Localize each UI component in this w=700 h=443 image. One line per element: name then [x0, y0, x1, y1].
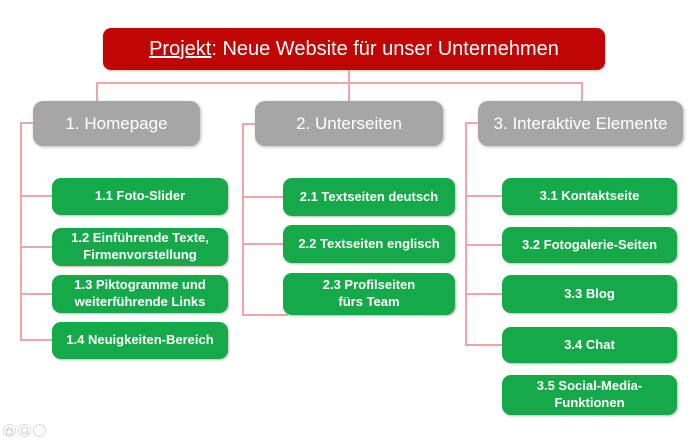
root-label-underlined: Projekt: [149, 37, 212, 60]
leaf-label: 1.4 Neuigkeiten-Bereich: [66, 332, 214, 348]
connector-col2-item2: [242, 243, 283, 245]
branch-label: 1. Homepage: [65, 113, 168, 133]
leaf-node-blog: 3.3 Blog: [502, 275, 677, 313]
branch-label: 2. Unterseiten: [296, 113, 402, 133]
leaf-node-textseiten-deutsch: 2.1 Textseiten deutsch: [283, 178, 455, 216]
connector-col1-item4: [20, 339, 52, 341]
connector-col2-trunk: [242, 123, 244, 316]
connector-col3-item2: [465, 244, 502, 246]
connector-col3-trunk: [465, 122, 467, 346]
root-node-label: Projekt: Neue Website für unser Unterneh…: [149, 38, 559, 61]
connector-col1-item1: [20, 195, 52, 197]
branch-node-homepage: 1. Homepage: [33, 101, 200, 146]
leaf-label: 3.2 Fotogalerie-Seiten: [521, 236, 658, 252]
zoom-button[interactable]: [18, 424, 31, 437]
branch-node-unterseiten: 2. Unterseiten: [255, 101, 443, 146]
more-options-button[interactable]: ···: [33, 424, 46, 437]
leaf-node-einfuehrende-texte: 1.2 Einführende Texte, Firmenvorstellung: [52, 228, 228, 266]
leaf-label: 2.3 Profilseiten fürs Team: [322, 277, 416, 309]
leaf-label: 1.3 Piktogramme und weiterführende Links: [74, 277, 206, 309]
leaf-label: 2.2 Textseiten englisch: [298, 235, 440, 251]
connector-col2-item1: [242, 196, 283, 198]
connector-col1-item2: [20, 246, 52, 248]
leaf-node-kontaktseite: 3.1 Kontaktseite: [502, 178, 677, 215]
connector-col3-branch-link: [465, 122, 478, 124]
leaf-label: 3.5 Social-Media-Funktionen: [536, 378, 643, 410]
leaf-node-social-media-funktionen: 3.5 Social-Media-Funktionen: [502, 375, 677, 415]
connector-col1-trunk: [20, 122, 22, 341]
connector-drop-homepage: [96, 82, 98, 101]
leaf-label: 1.2 Einführende Texte, Firmenvorstellung: [71, 230, 209, 262]
connector-root-stem: [348, 70, 350, 101]
root-label-rest: : Neue Website für unser Unternehmen: [211, 37, 559, 60]
leaf-node-neuigkeiten-bereich: 1.4 Neuigkeiten-Bereich: [52, 322, 228, 359]
root-node-projekt: Projekt: Neue Website für unser Unterneh…: [103, 28, 605, 70]
connector-col3-item3: [465, 293, 502, 295]
connector-col3-item1: [465, 195, 502, 197]
leaf-label: 2.1 Textseiten deutsch: [299, 188, 439, 204]
connector-col1-item3: [20, 293, 52, 295]
leaf-label: 3.3 Blog: [564, 285, 615, 301]
branch-node-interaktive-elemente: 3. Interaktive Elemente: [478, 101, 683, 146]
leaf-node-profilseiten-team: 2.3 Profilseiten fürs Team: [283, 273, 455, 315]
connector-drop-interaktive: [581, 82, 583, 101]
leaf-label: 1.1 Foto-Slider: [94, 188, 186, 204]
connector-col2-item3: [242, 314, 288, 316]
leaf-node-foto-slider: 1.1 Foto-Slider: [52, 178, 228, 215]
leaf-node-piktogramme: 1.3 Piktogramme und weiterführende Links: [52, 275, 228, 313]
leaf-label: 3.1 Kontaktseite: [539, 188, 640, 204]
branch-label: 3. Interaktive Elemente: [493, 113, 668, 133]
leaf-node-textseiten-englisch: 2.2 Textseiten englisch: [283, 225, 455, 263]
connector-col1-branch-link: [20, 122, 33, 124]
connector-top-horizontal: [96, 82, 583, 84]
leaf-node-fotogalerie-seiten: 3.2 Fotogalerie-Seiten: [502, 227, 677, 263]
lock-button[interactable]: [3, 424, 16, 437]
connector-col2-branch-link: [242, 123, 255, 125]
lock-icon: [6, 426, 13, 435]
connector-col3-item4: [465, 344, 502, 346]
leaf-label: 3.4 Chat: [564, 336, 615, 352]
ellipsis-icon: ···: [34, 426, 45, 434]
magnifier-icon: [20, 426, 28, 434]
leaf-node-chat: 3.4 Chat: [502, 327, 677, 363]
